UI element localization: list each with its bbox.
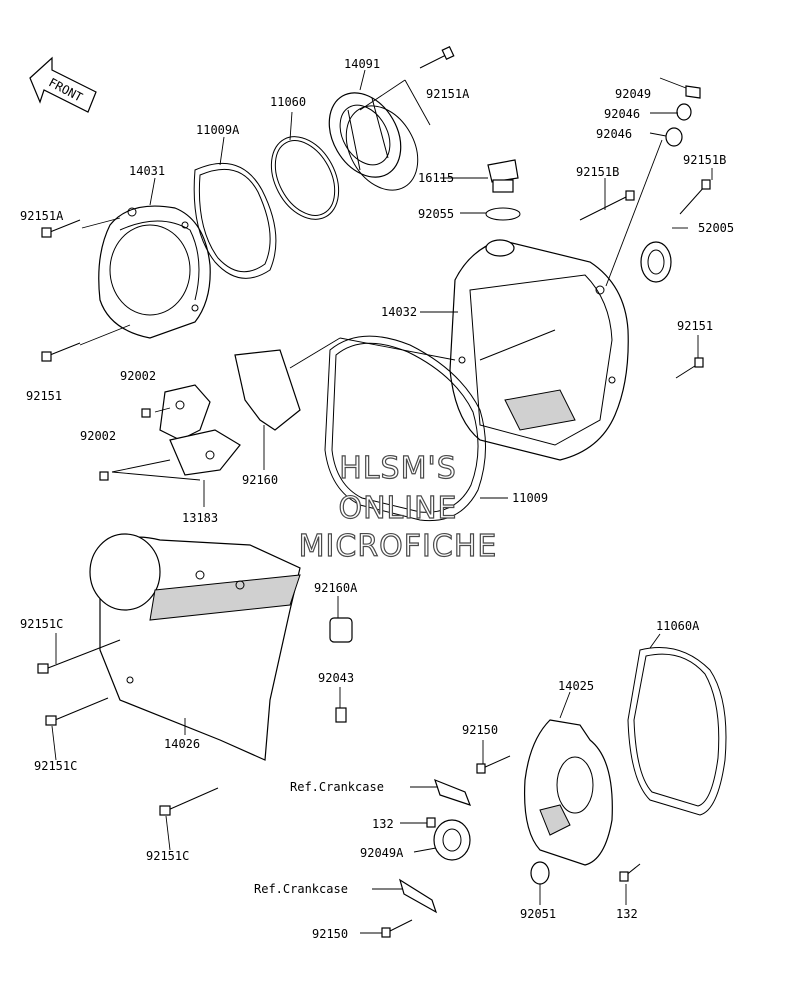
label-132-b: 132 xyxy=(616,907,638,921)
leader-lines xyxy=(51,69,713,934)
bracket-crankcase-a xyxy=(434,778,472,806)
label-92051: 92051 xyxy=(520,907,556,921)
label-132-a: 132 xyxy=(372,817,394,831)
bolts-92151B xyxy=(579,179,711,221)
label-11060A: 11060A xyxy=(656,619,700,633)
label-92043: 92043 xyxy=(318,671,354,685)
label-92151B-a: 92151B xyxy=(576,165,619,179)
watermark-line-3: MICROFICHE xyxy=(299,529,498,564)
bolt-92151-left xyxy=(41,324,131,362)
label-92160: 92160 xyxy=(242,473,278,487)
label-14026: 14026 xyxy=(164,737,200,751)
label-92046-a: 92046 xyxy=(604,107,640,121)
label-92151-right: 92151 xyxy=(677,319,713,333)
cover-14026 xyxy=(89,533,301,761)
cover-14091 xyxy=(328,92,419,191)
bolts-lower xyxy=(381,755,641,938)
label-11009: 11009 xyxy=(512,491,548,505)
label-14025: 14025 xyxy=(558,679,594,693)
bolt-92151-right xyxy=(675,357,704,379)
label-92055: 92055 xyxy=(418,207,454,221)
watermark: HLSM'S ONLINE MICROFICHE xyxy=(298,450,498,564)
label-11009A: 11009A xyxy=(196,123,240,137)
label-92002-a: 92002 xyxy=(120,369,156,383)
bolt-92151A-left xyxy=(41,217,121,238)
seals-lower xyxy=(433,819,550,885)
label-92150-b: 92150 xyxy=(312,927,348,941)
label-92002-b: 92002 xyxy=(80,429,116,443)
label-92150-a: 92150 xyxy=(462,723,498,737)
label-92151C-a: 92151C xyxy=(20,617,63,631)
bolts-92151C xyxy=(37,639,219,816)
label-92151-left: 92151 xyxy=(26,389,62,403)
label-14032: 14032 xyxy=(381,305,417,319)
label-14091: 14091 xyxy=(344,57,380,71)
gasket-11060 xyxy=(270,136,340,220)
seals-92049-92046 xyxy=(605,85,701,287)
label-ref-crankcase-a: Ref.Crankcase xyxy=(290,780,384,794)
watermark-line-2: ONLINE xyxy=(338,491,457,526)
label-92160A: 92160A xyxy=(314,581,358,595)
bracket-13183 xyxy=(159,384,241,476)
label-92049A: 92049A xyxy=(360,846,404,860)
bracket-crankcase-b xyxy=(398,878,438,914)
label-13183: 13183 xyxy=(182,511,218,525)
seal-52005 xyxy=(640,241,672,283)
guide-92160 xyxy=(234,349,301,431)
label-11060: 11060 xyxy=(270,95,306,109)
watermark-line-1: HLSM'S xyxy=(339,451,457,486)
label-92151C-b: 92151C xyxy=(34,759,77,773)
gasket-11009A xyxy=(193,162,277,279)
dowel-92160A xyxy=(329,617,353,643)
oring-92055 xyxy=(485,207,521,221)
label-16115: 16115 xyxy=(418,171,454,185)
bolts-92002 xyxy=(99,407,201,481)
label-92049: 92049 xyxy=(615,87,651,101)
bolt-92151A-top xyxy=(359,45,455,126)
label-92151C-c: 92151C xyxy=(146,849,189,863)
label-92151A-left: 92151A xyxy=(20,209,64,223)
label-92151A-top: 92151A xyxy=(426,87,470,101)
cover-14032 xyxy=(449,239,629,461)
plug-16115 xyxy=(487,159,519,193)
gasket-11060A xyxy=(627,647,727,816)
part-labels: 14091 92151A 11060 11009A 14031 92151A 9… xyxy=(20,57,734,941)
pin-92043 xyxy=(335,707,347,723)
label-92151B-b: 92151B xyxy=(683,153,726,167)
cover-14031 xyxy=(98,205,211,339)
label-ref-crankcase-b: Ref.Crankcase xyxy=(254,882,348,896)
label-14031: 14031 xyxy=(129,164,165,178)
front-arrow: FRONT xyxy=(29,56,97,113)
label-52005: 52005 xyxy=(698,221,734,235)
cover-14025 xyxy=(523,719,613,866)
label-92046-b: 92046 xyxy=(596,127,632,141)
